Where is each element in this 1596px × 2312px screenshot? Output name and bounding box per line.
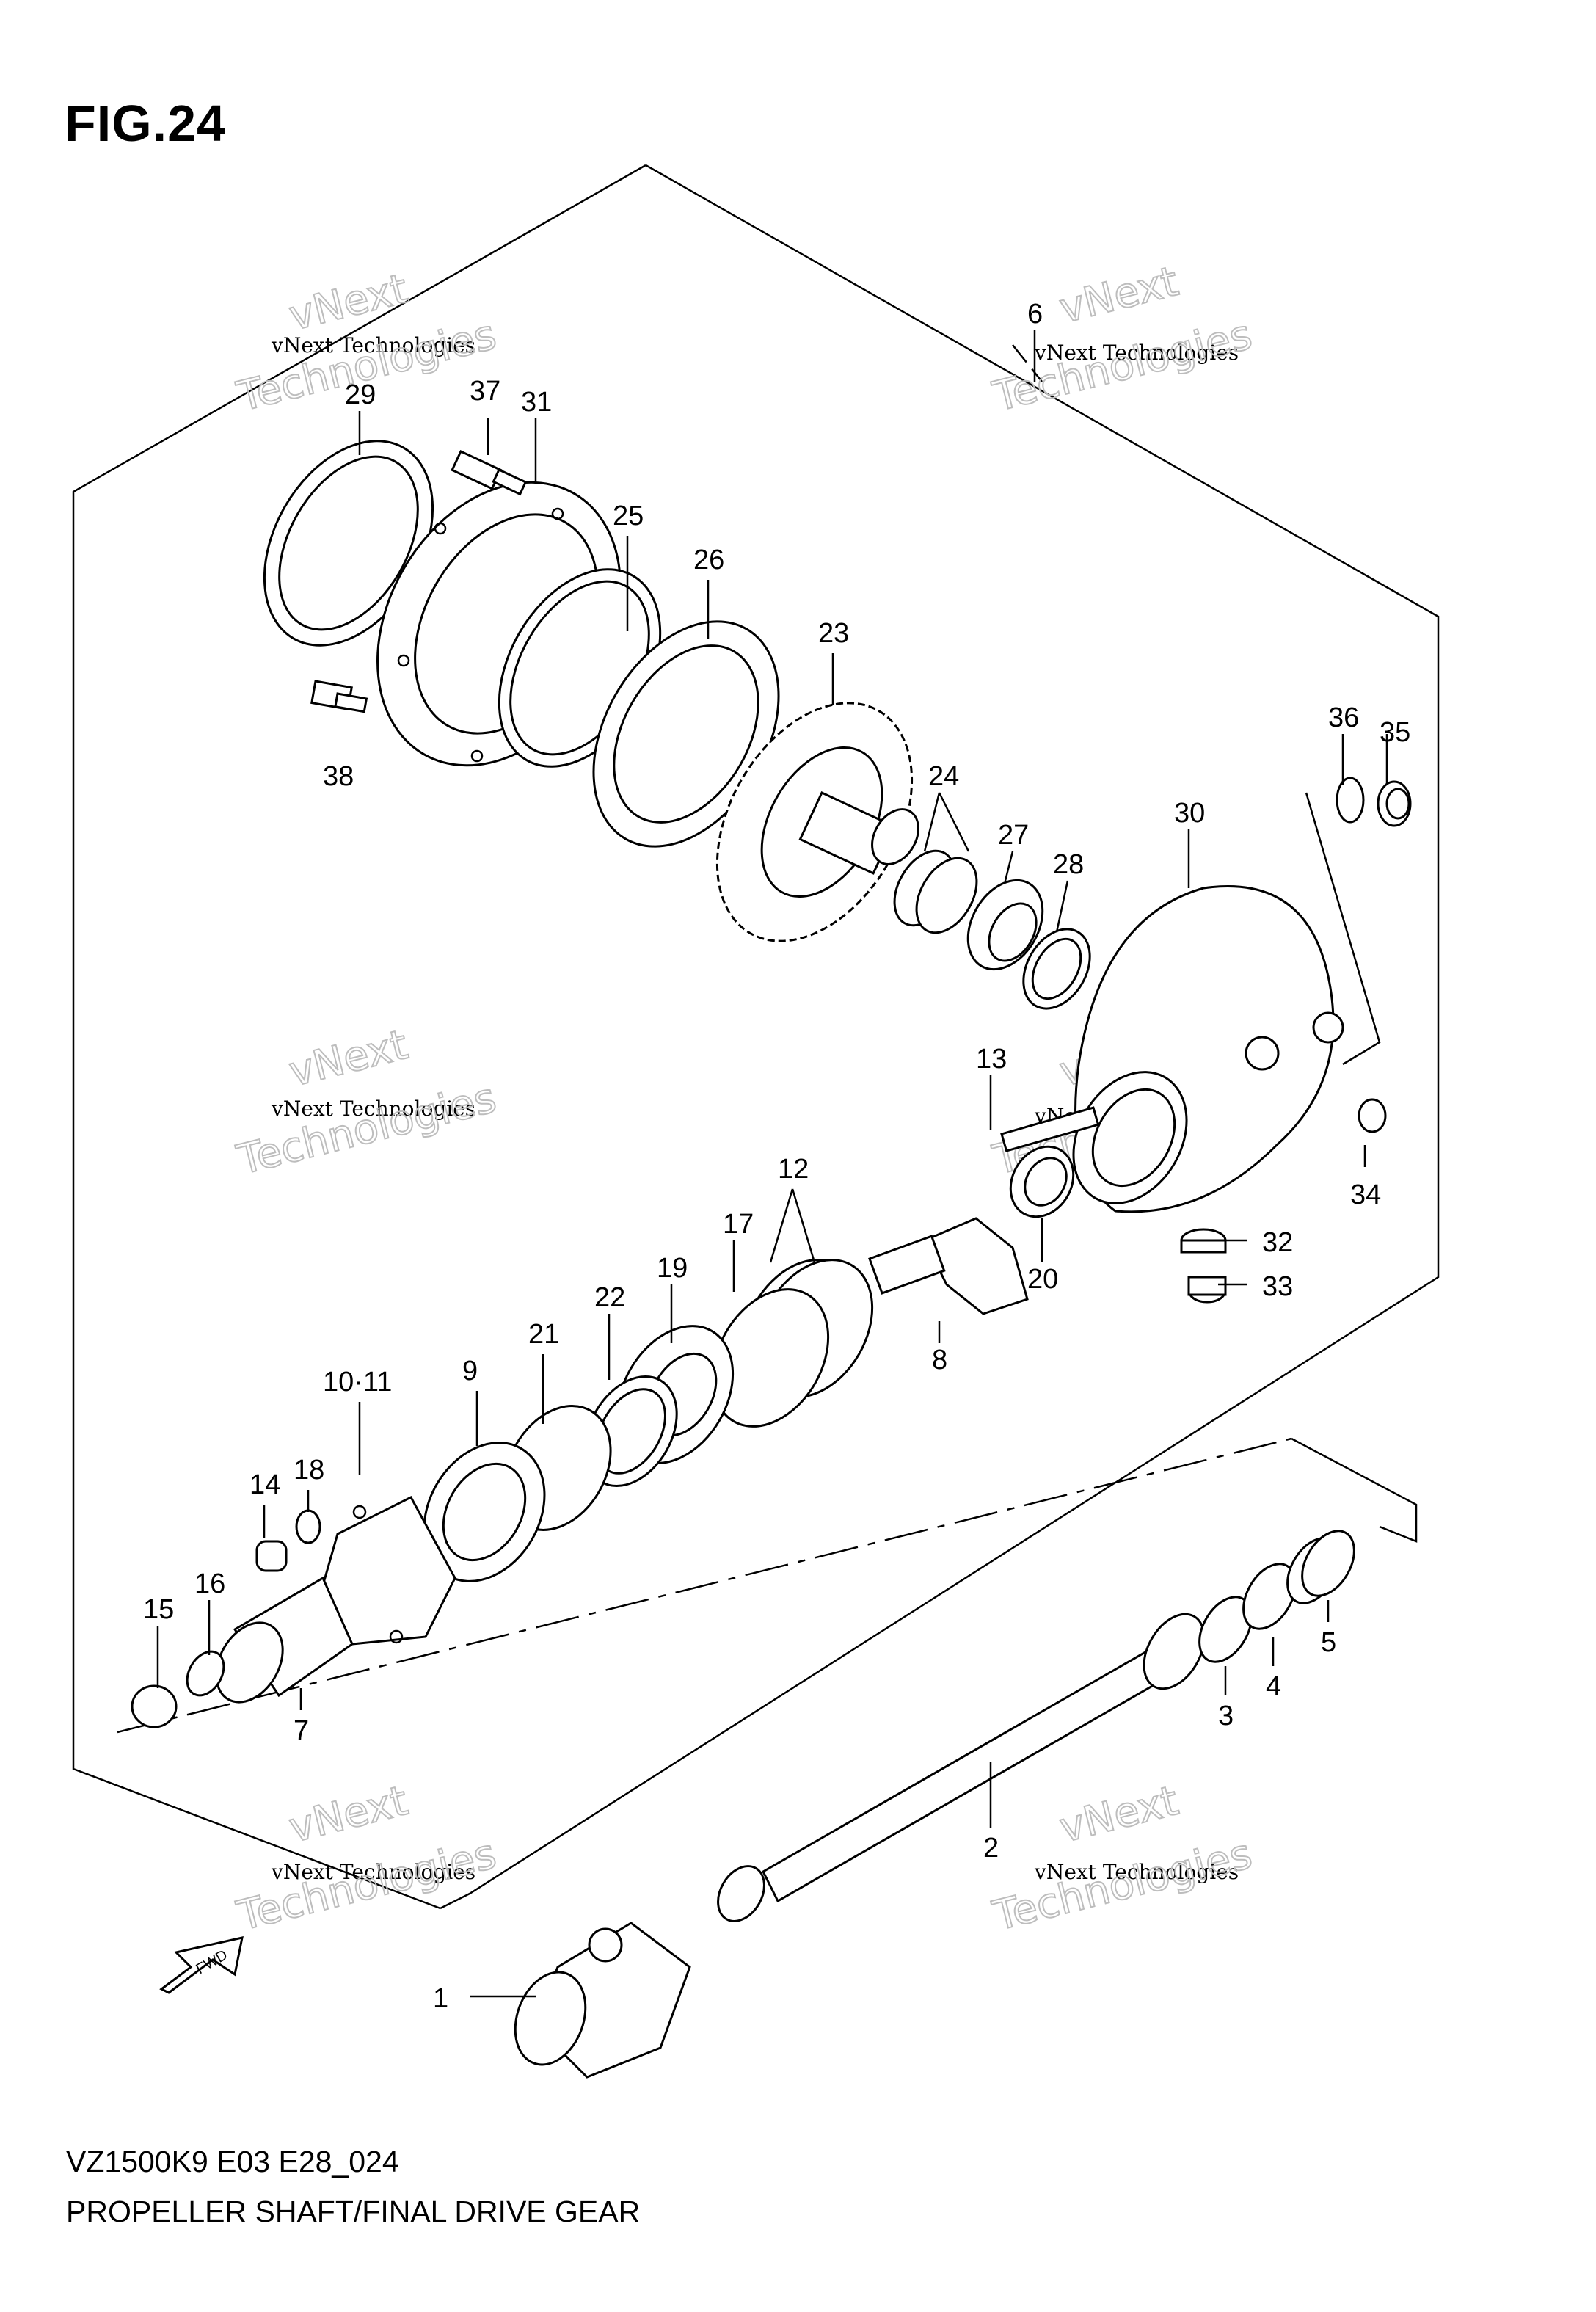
- figure-label: FIG.24: [65, 95, 226, 152]
- callout-32: 32: [1262, 1227, 1293, 1258]
- stud-13: [1000, 1106, 1100, 1152]
- pinion-gear-8: [868, 1217, 1029, 1315]
- callout-15: 15: [143, 1594, 174, 1625]
- callout-30: 30: [1174, 798, 1205, 829]
- callout-24: 24: [928, 761, 959, 792]
- spring-5: [1286, 1530, 1355, 1604]
- bearing-20: [1009, 1145, 1075, 1218]
- watermark-text: Technologies: [233, 1074, 501, 1184]
- watermark-text: vNext Technologies: [271, 1097, 475, 1121]
- drain-plug-34: [1358, 1098, 1387, 1133]
- callout-4: 4: [1266, 1671, 1281, 1702]
- watermark-text: vNext: [285, 1777, 412, 1853]
- callout-2: 2: [983, 1833, 999, 1864]
- circlip-4: [1242, 1563, 1297, 1630]
- callout-numbers: 29 37 31 25 26 23 6 38 24 27 28 30 36 35…: [143, 299, 1410, 2014]
- oil-plug-35: [1377, 780, 1412, 827]
- watermark-text: vNext: [1055, 258, 1183, 333]
- sleeve-7: [215, 1576, 354, 1704]
- callout-10-11: 10·11: [323, 1367, 392, 1397]
- callout-12: 12: [778, 1154, 809, 1185]
- callout-17: 17: [723, 1209, 754, 1240]
- gasket-36: [1336, 777, 1365, 824]
- circlip-3: [1198, 1596, 1253, 1663]
- callout-6: 6: [1027, 299, 1043, 330]
- watermark-text: vNext: [1055, 1777, 1183, 1853]
- callout-25: 25: [613, 501, 644, 531]
- callout-1: 1: [433, 1983, 448, 2014]
- nut-33: [1187, 1276, 1227, 1304]
- callout-7: 7: [294, 1715, 309, 1746]
- callout-23: 23: [818, 618, 849, 649]
- callout-36: 36: [1328, 702, 1359, 733]
- bolt-38: [310, 680, 368, 713]
- callout-16: 16: [194, 1568, 225, 1599]
- callout-34: 34: [1350, 1179, 1381, 1210]
- callout-35: 35: [1380, 717, 1410, 748]
- callout-27: 27: [998, 820, 1029, 851]
- callout-20: 20: [1027, 1264, 1058, 1295]
- callout-29: 29: [345, 379, 376, 410]
- cap-14: [255, 1540, 288, 1572]
- callout-19: 19: [657, 1253, 688, 1284]
- watermark-text: vNext Technologies: [271, 1860, 475, 1884]
- callout-38: 38: [323, 761, 354, 792]
- watermark-text: Technologies: [988, 1830, 1257, 1940]
- callout-31: 31: [521, 387, 552, 418]
- watermark-text: vNext: [285, 265, 412, 341]
- callout-22: 22: [594, 1282, 625, 1313]
- fwd-arrow-icon: FWD: [159, 1936, 244, 1994]
- callout-37: 37: [470, 376, 500, 407]
- watermark-text: vNext: [285, 1021, 412, 1097]
- shim-17: [711, 1288, 830, 1428]
- callout-21: 21: [528, 1319, 559, 1350]
- callout-28: 28: [1053, 849, 1084, 880]
- callout-3: 3: [1218, 1701, 1234, 1731]
- watermark-text: vNext Technologies: [1034, 1860, 1239, 1884]
- bearing-27: [966, 879, 1044, 971]
- diagram-title: PROPELLER SHAFT/FINAL DRIVE GEAR: [66, 2195, 641, 2228]
- callout-5: 5: [1321, 1627, 1336, 1658]
- propeller-shaft-2: [717, 1613, 1206, 1922]
- washer-16: [186, 1650, 225, 1697]
- universal-joint-1: [514, 1922, 691, 2079]
- watermark-text: vNext Technologies: [1034, 341, 1239, 365]
- bolt-37: [451, 450, 528, 496]
- callout-33: 33: [1262, 1271, 1293, 1302]
- assembly-outline: [72, 164, 1440, 1910]
- bearing-housing-9: [423, 1442, 546, 1582]
- callout-26: 26: [693, 545, 724, 575]
- washer-18: [295, 1509, 321, 1544]
- ring-gear-23: [715, 702, 919, 942]
- callout-18: 18: [294, 1455, 324, 1486]
- callout-9: 9: [462, 1356, 478, 1386]
- model-code: VZ1500K9 E03 E28_024: [66, 2145, 399, 2178]
- callout-13: 13: [976, 1044, 1007, 1075]
- gear-case-30: [1072, 885, 1344, 1213]
- callout-14: 14: [249, 1469, 280, 1500]
- oil-seal-28: [1022, 928, 1091, 1010]
- nut-15: [131, 1684, 178, 1728]
- callout-8: 8: [932, 1345, 947, 1375]
- shim-24: [893, 849, 978, 934]
- watermark-text: Technologies: [233, 1830, 501, 1940]
- watermark-text: vNext Technologies: [271, 333, 475, 357]
- leader-lines: [156, 330, 1388, 1998]
